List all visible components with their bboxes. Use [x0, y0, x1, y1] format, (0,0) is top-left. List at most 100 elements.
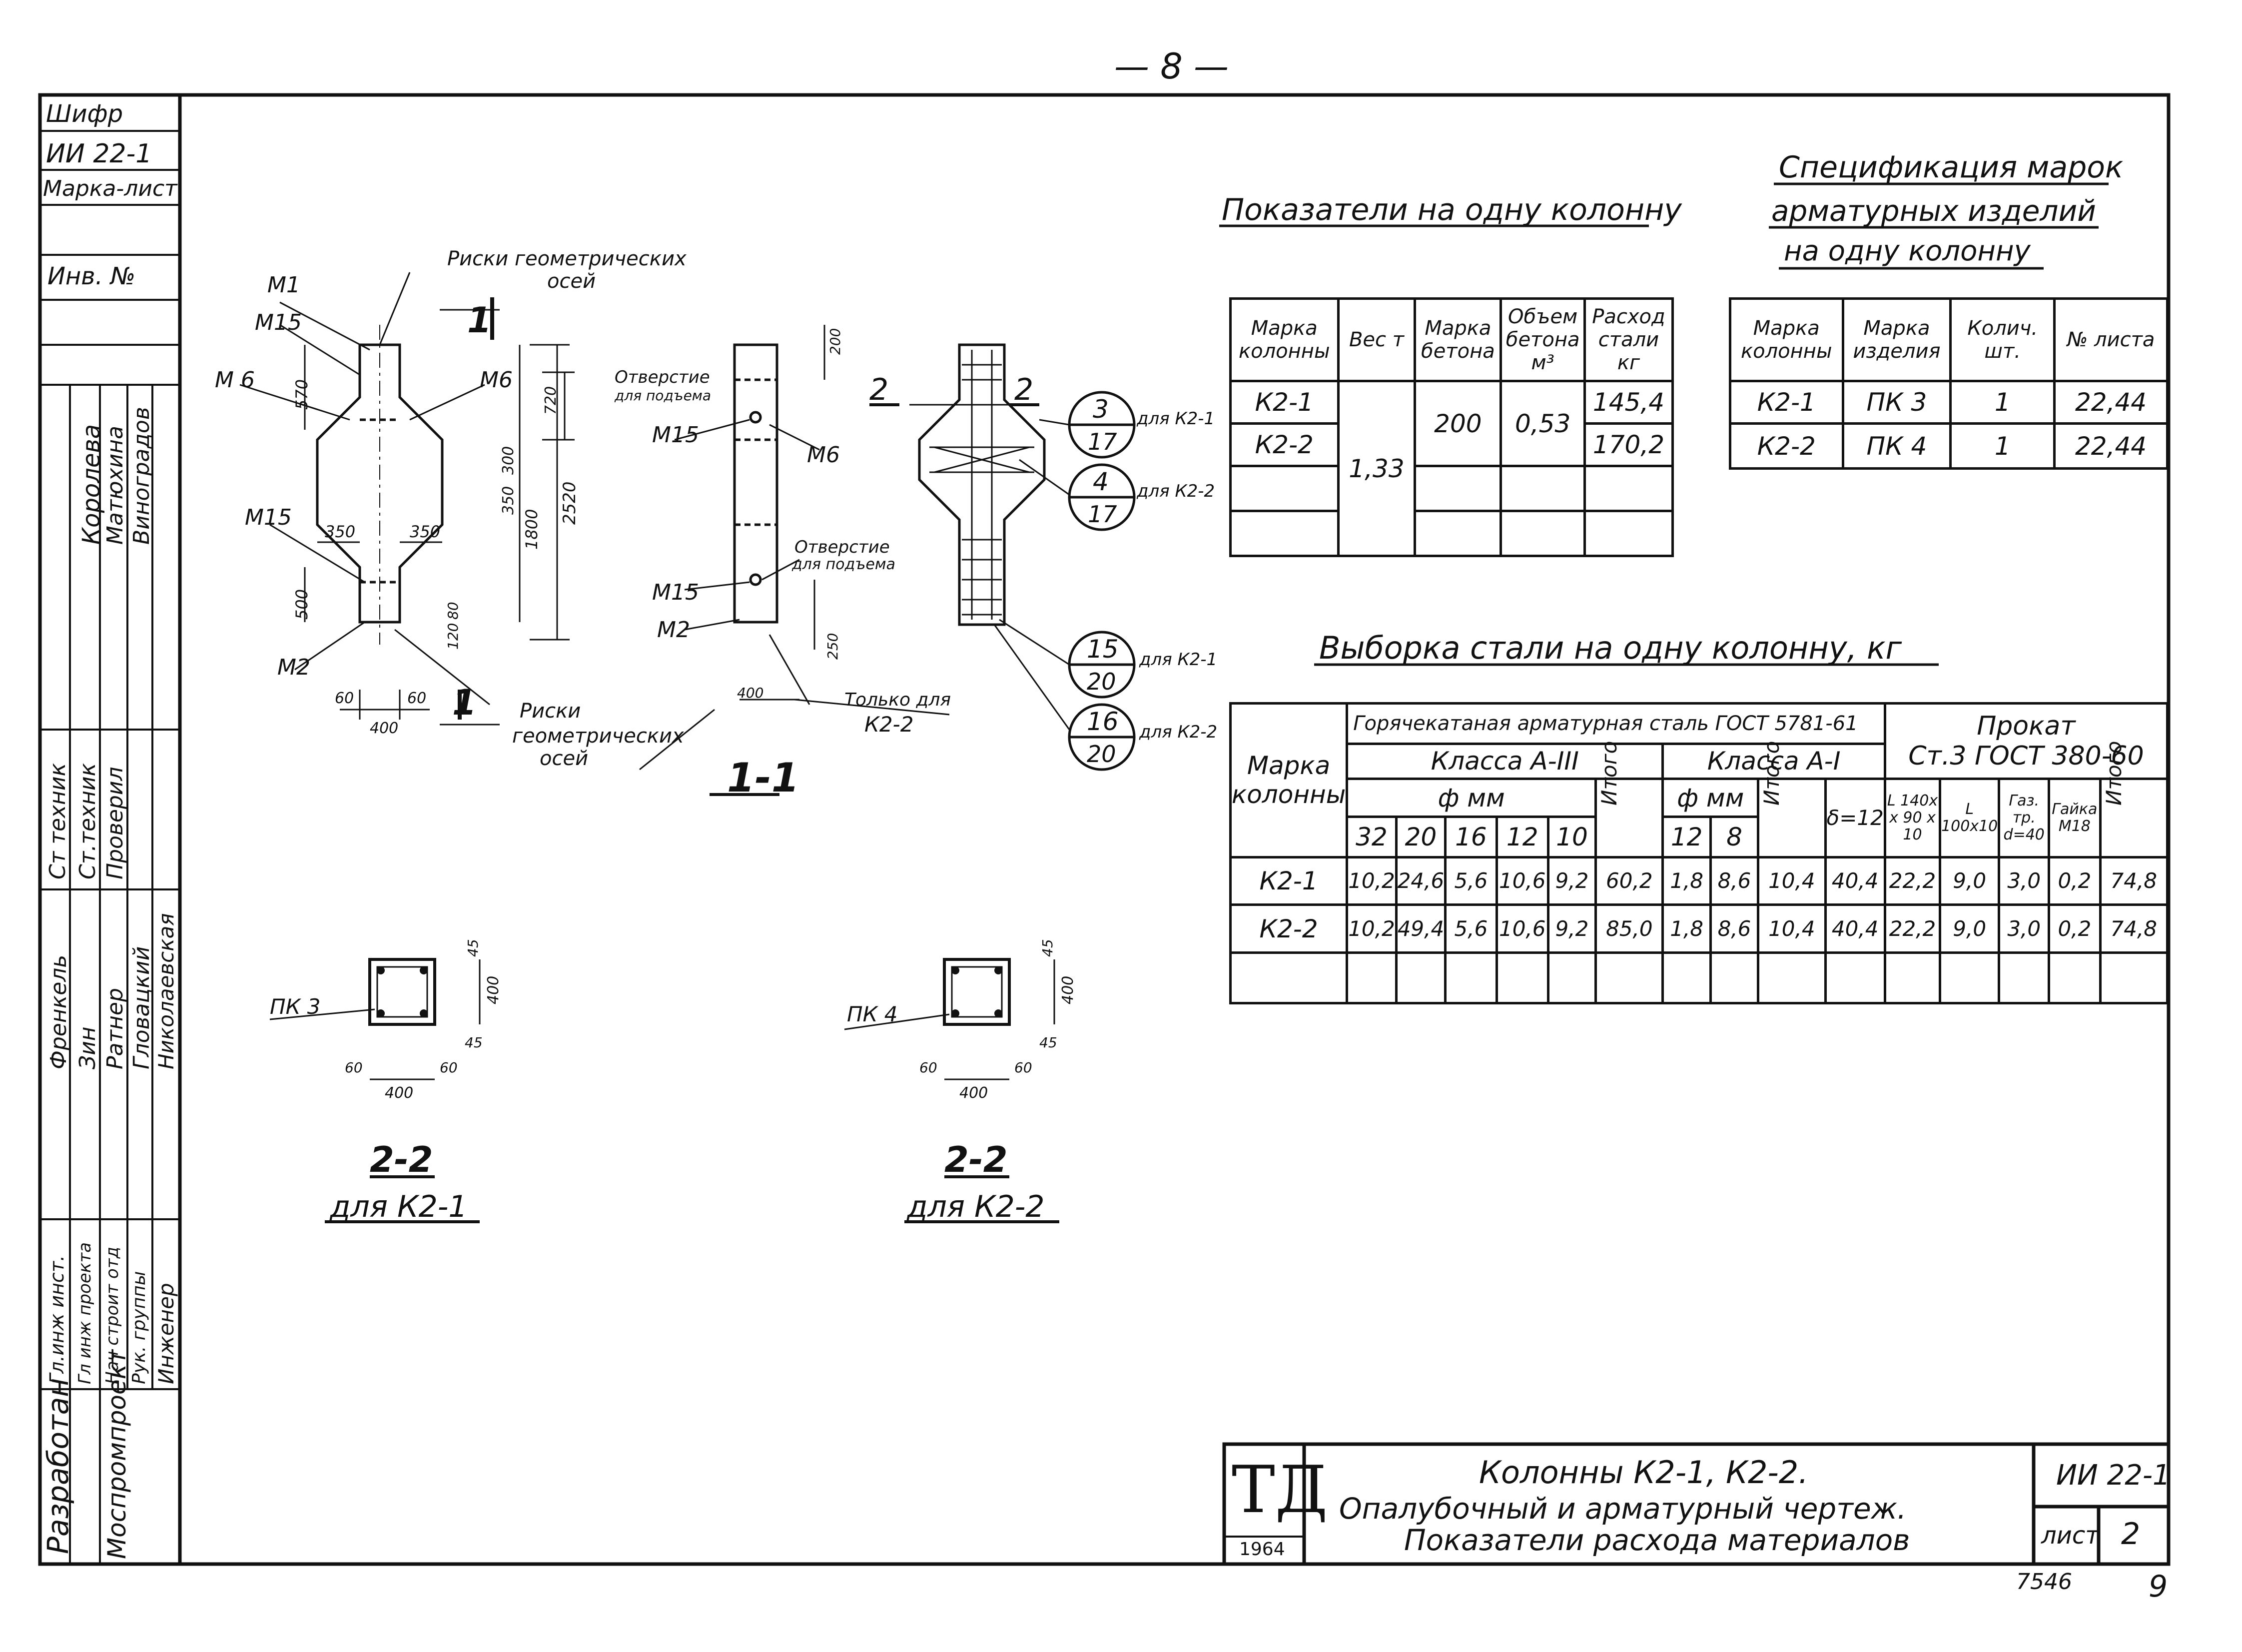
- dim-80: 80: [445, 602, 461, 620]
- label-m2: М2: [277, 655, 310, 680]
- t3-h-p6-text: Итого: [2101, 741, 2126, 806]
- table2-title1: Спецификация марок: [1779, 150, 2124, 185]
- stamp-author-3: Виноградов: [129, 407, 154, 545]
- t3-r1-c10: 40,4: [1824, 855, 1886, 906]
- sec22-right-sub: для К2-2: [907, 1189, 1045, 1224]
- tb-line2: Опалубочный и арматурный чертеж.: [1339, 1492, 1907, 1526]
- t3-h-p5: Гайка М18: [2048, 778, 2102, 858]
- stamp-author-1: Королева: [77, 424, 105, 545]
- label-m15a: М15: [255, 310, 302, 335]
- t1-empty: [1499, 465, 1586, 512]
- t1-empty: [1229, 510, 1340, 557]
- callout-3-num: 3: [1093, 395, 1109, 424]
- tb-line1: Колонны К2-1, К2-2.: [1479, 1454, 1808, 1491]
- t1-h-volume: Объем бетона м³: [1499, 297, 1586, 382]
- stamp-author-2: Матюхина: [102, 426, 128, 545]
- label-risk-top2: осей: [547, 270, 596, 293]
- t1-h-concrete: Марка бетона: [1414, 297, 1502, 382]
- stamp-inv-no: Инв. №: [47, 262, 136, 290]
- t2-r1-item: ПК 3: [1841, 380, 1952, 425]
- label-m15c: М15: [652, 422, 699, 448]
- t2-r2-item: ПК 4: [1841, 422, 1952, 470]
- stamp-author2-2: Зин: [75, 1026, 100, 1069]
- t3-empty: [1346, 951, 1398, 1004]
- sec22-left-d4: 60: [345, 1059, 363, 1076]
- label-risk-bot3: осей: [540, 747, 589, 770]
- sec22-left-d3: 45: [465, 1034, 483, 1051]
- label-m15b: М15: [245, 505, 292, 530]
- t3-r2-c0: К2-2: [1229, 903, 1349, 954]
- tb-sheet-label: лист: [2041, 1522, 2100, 1550]
- dim-60-left: 60: [335, 690, 354, 707]
- sec22-left-d2: 400: [485, 975, 502, 1004]
- sec22-right-d4: 60: [919, 1059, 937, 1076]
- t1-concrete: 200: [1414, 380, 1502, 467]
- t3-h-c12: 12: [1495, 815, 1549, 858]
- tb-line3: Показатели расхода материалов: [1404, 1523, 1910, 1557]
- t3-r2-c4: 10,6: [1495, 903, 1549, 954]
- label-risk-bot: Риски: [520, 700, 581, 723]
- stamp-role2-4: Рук. группы: [129, 1271, 149, 1384]
- label-risk-bot2: геометрических: [512, 725, 684, 748]
- t3-r1-c1: 10,2: [1346, 855, 1398, 906]
- callout-4-num: 4: [1093, 467, 1109, 496]
- t3-empty: [1939, 951, 2001, 1004]
- t2-h-mark: Марка колонны: [1729, 297, 1844, 382]
- sec22-right-d5: 60: [1014, 1059, 1032, 1076]
- callout-3-sheet: 17: [1088, 428, 1117, 455]
- dim-120: 120: [445, 623, 461, 650]
- stamp-shifr-value: ИИ 22-1: [46, 139, 152, 169]
- t2-h-sheet: № листа: [2053, 297, 2169, 382]
- t3-empty: [2048, 951, 2102, 1004]
- t3-r2-c7: 1,8: [1661, 903, 1712, 954]
- t3-empty: [1594, 951, 1664, 1004]
- dim-720: 720: [542, 386, 560, 415]
- tb-bottom-left: 7546: [2016, 1569, 2072, 1595]
- t3-r2-c15: 74,8: [2099, 903, 2169, 954]
- t3-empty: [1546, 951, 1597, 1004]
- t1-empty: [1583, 465, 1674, 512]
- t3-empty: [1395, 951, 1447, 1004]
- label-risk-top: Риски геометрических: [447, 247, 687, 270]
- label-only-k22b: К2-2: [864, 712, 914, 737]
- t3-r2-c12: 9,0: [1939, 903, 2001, 954]
- callout-4-note: для К2-2: [1137, 481, 1215, 501]
- t1-h-weight: Вес т: [1337, 297, 1417, 382]
- t3-r1-c3: 5,6: [1444, 855, 1498, 906]
- t3-r1-c6: 60,2: [1594, 855, 1664, 906]
- label-only-k22: Только для: [844, 690, 951, 710]
- sec22-right-d2: 400: [1059, 975, 1077, 1004]
- t1-r2-steel: 170,2: [1583, 422, 1674, 467]
- sec22-right-d1: 45: [1039, 939, 1056, 957]
- stamp-shifr-label: Шифр: [46, 100, 123, 128]
- t3-h-a1-12: 12: [1661, 815, 1712, 858]
- t3-h-itogo-a1-text: Итого: [1759, 741, 1784, 806]
- t3-r2-c14: 0,2: [2048, 903, 2102, 954]
- tb-logo: ТД: [1232, 1452, 1328, 1528]
- t3-r1-c12: 9,0: [1939, 855, 2001, 906]
- t3-empty: [1998, 951, 2051, 1004]
- stamp-marka-list: Марка-лист: [43, 176, 177, 201]
- label-m2b: М2: [657, 617, 690, 643]
- t3-h-prokat: Прокат: [1977, 711, 2076, 742]
- callout-15-note: для К2-1: [1139, 650, 1218, 670]
- label-otv2: Отверстие: [794, 537, 890, 557]
- t3-h-prokat-cell: Прокат Ст.3 ГОСТ 380-60: [1883, 702, 2169, 781]
- stamp-role2-5: Инженер: [154, 1283, 178, 1384]
- t3-r1-c13: 3,0: [1998, 855, 2051, 906]
- callout-3-note: для К2-1: [1137, 409, 1215, 429]
- sec22-right-title: 2-2: [944, 1139, 1008, 1180]
- stamp-razrabotan: Разработан: [41, 1378, 75, 1554]
- dim-1800: 1800: [522, 509, 541, 550]
- t3-h-a3: Класса А-III: [1346, 742, 1664, 781]
- t3-empty: [1757, 951, 1827, 1004]
- t3-r2-c1: 10,2: [1346, 903, 1398, 954]
- table2-title3: на одну колонну: [1784, 235, 2031, 267]
- t1-volume: 0,53: [1499, 380, 1586, 467]
- t1-empty: [1499, 510, 1586, 557]
- callout-16-num: 16: [1087, 707, 1119, 736]
- t3-r1-c2: 24,6: [1395, 855, 1447, 906]
- t3-r2-c11: 22,2: [1883, 903, 1942, 954]
- callout-16-sheet: 20: [1087, 741, 1116, 768]
